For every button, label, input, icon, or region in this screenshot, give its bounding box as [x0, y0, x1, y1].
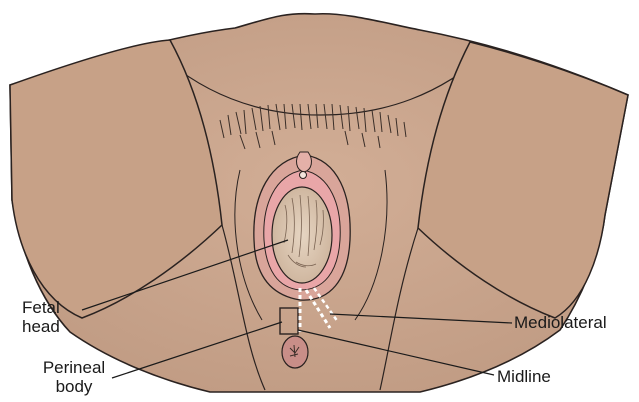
- fetal-head-label: Fetal head: [22, 298, 60, 336]
- perineal-body-label: Perineal body: [36, 358, 112, 396]
- urethral-opening: [300, 172, 307, 179]
- fetal-head-shape: [272, 187, 332, 283]
- clitoral-hood: [297, 152, 312, 172]
- mediolateral-label: Mediolateral: [514, 313, 607, 332]
- midline-label: Midline: [497, 367, 551, 386]
